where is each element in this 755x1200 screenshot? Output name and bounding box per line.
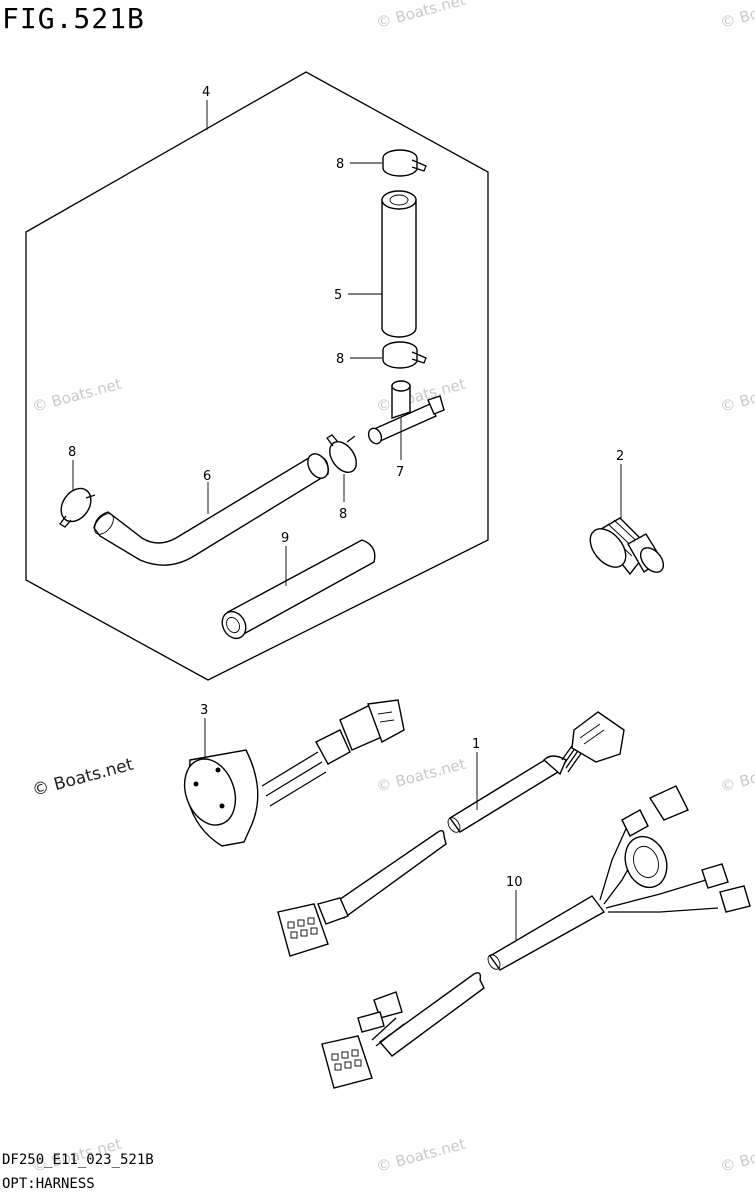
watermark: © Boats.net [718, 755, 755, 796]
watermark: © Boats.net [718, 0, 755, 32]
figure-code: DF250_E11_023_521B [2, 1152, 154, 1168]
hose-part-9 [221, 539, 376, 640]
sensor-part-3 [183, 699, 405, 847]
watermark: © Boats.net [374, 0, 467, 32]
callout-labels: 4 8 5 8 7 8 6 8 9 2 3 1 10 [68, 85, 624, 890]
watermark: © Boats.net [374, 755, 467, 796]
callout-6: 6 [203, 469, 211, 484]
callout-9: 9 [281, 531, 289, 546]
callout-8: 8 [339, 507, 347, 522]
callout-8: 8 [336, 352, 344, 367]
callout-8: 8 [68, 445, 76, 460]
harness-part-10 [321, 785, 751, 1089]
watermark: © Boats.net [374, 1135, 467, 1176]
callout-1: 1 [472, 737, 480, 752]
figure-title: FIG.521B [2, 2, 145, 35]
hose-part-5 [381, 190, 417, 338]
callout-7: 7 [396, 465, 404, 480]
watermark: © Boats.net [30, 375, 123, 416]
callout-10: 10 [506, 875, 523, 890]
clamp-part-8 [326, 434, 357, 473]
fitting-part-7 [367, 380, 445, 445]
callout-2: 2 [616, 449, 624, 464]
watermark-strong: © Boats.net [30, 755, 136, 801]
callout-3: 3 [200, 703, 208, 718]
clamp-part-8 [382, 149, 427, 177]
watermark: © Boats.net [718, 1135, 755, 1176]
harness-part-1 [277, 711, 625, 957]
fitting-part-2 [589, 517, 665, 576]
kit-outline [25, 71, 489, 681]
leader-lines [72, 100, 622, 940]
hose-part-6 [93, 453, 329, 566]
watermark: © Boats.net [718, 375, 755, 416]
clamp-part-8 [382, 341, 427, 369]
clamp-part-8 [59, 487, 96, 528]
figure-name: OPT:HARNESS [2, 1176, 95, 1192]
callout-5: 5 [334, 288, 342, 303]
callout-8: 8 [336, 157, 344, 172]
callout-4: 4 [202, 85, 210, 100]
